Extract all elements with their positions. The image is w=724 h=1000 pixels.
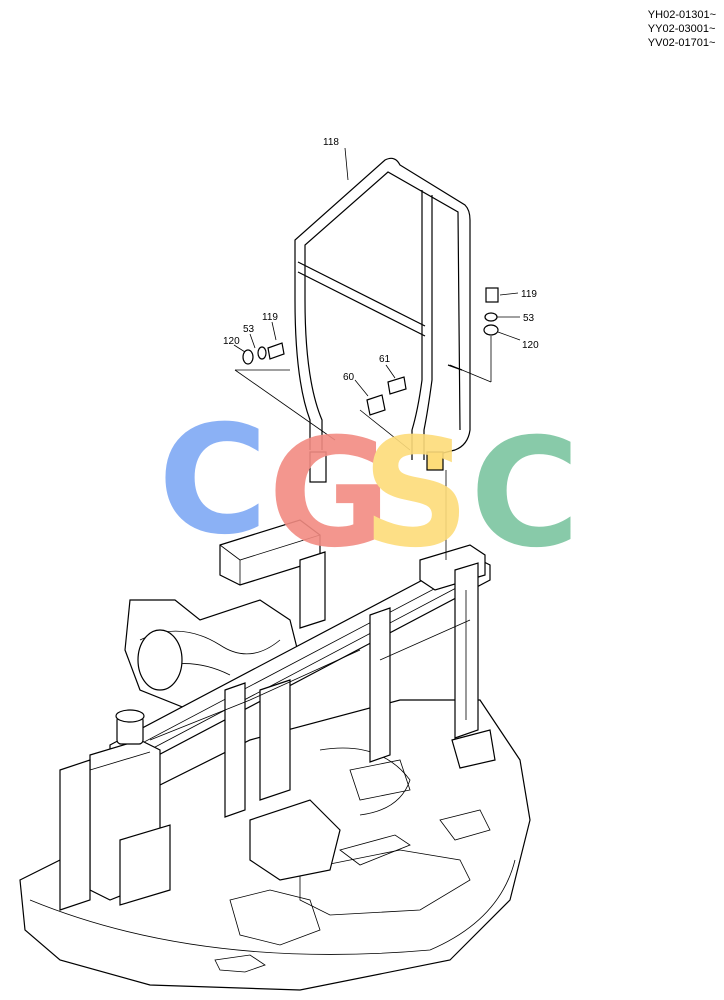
watermark: C G S C: [158, 394, 580, 581]
watermark-letter-2: G: [268, 407, 391, 581]
serial-number-1: YH02-01301~: [647, 9, 716, 21]
leader-lines: [233, 147, 521, 397]
callout-labels: 118 119 53 120 119 53 120 61 60: [223, 137, 539, 383]
lockwasher-right-icon: [484, 312, 498, 322]
rops-frame: [294, 157, 471, 483]
serial-number-2: YY02-03001~: [647, 23, 716, 35]
callout-washer-right: 53: [523, 313, 535, 324]
engine-components: [124, 519, 411, 881]
callout-frame: 118: [323, 137, 339, 148]
callout-clamp-mid: 60: [343, 372, 355, 383]
serial-number-3: YV02-01701~: [647, 37, 716, 49]
main-frame: [59, 544, 496, 911]
watermark-letter-1: C: [158, 394, 268, 568]
lockwasher-left-icon: [257, 346, 267, 360]
washer-left-icon: [242, 349, 254, 365]
callout-washer2-right: 120: [522, 340, 539, 351]
watermark-letter-4: C: [470, 407, 580, 581]
callout-washer2-left: 120: [223, 336, 240, 347]
left-hardware: [234, 342, 336, 441]
clamp-icon: [366, 394, 386, 416]
callout-bolt-left: 119: [262, 312, 278, 323]
callout-bolt-mid: 61: [379, 354, 391, 365]
right-hardware: [445, 287, 499, 560]
callout-washer-left: 53: [243, 324, 255, 335]
bolt-right-icon: [485, 287, 499, 303]
watermark-letter-3: S: [362, 407, 470, 581]
callout-bolt-right: 119: [521, 289, 537, 300]
bolt-mid-icon: [387, 376, 407, 395]
bolt-left-icon: [267, 342, 285, 360]
muffler-cap: [115, 709, 145, 745]
middle-hardware: [359, 376, 411, 451]
serial-number-block: YH02-01301~ YY02-03001~ YV02-01701~: [648, 8, 716, 50]
washer-right-icon: [483, 324, 499, 336]
